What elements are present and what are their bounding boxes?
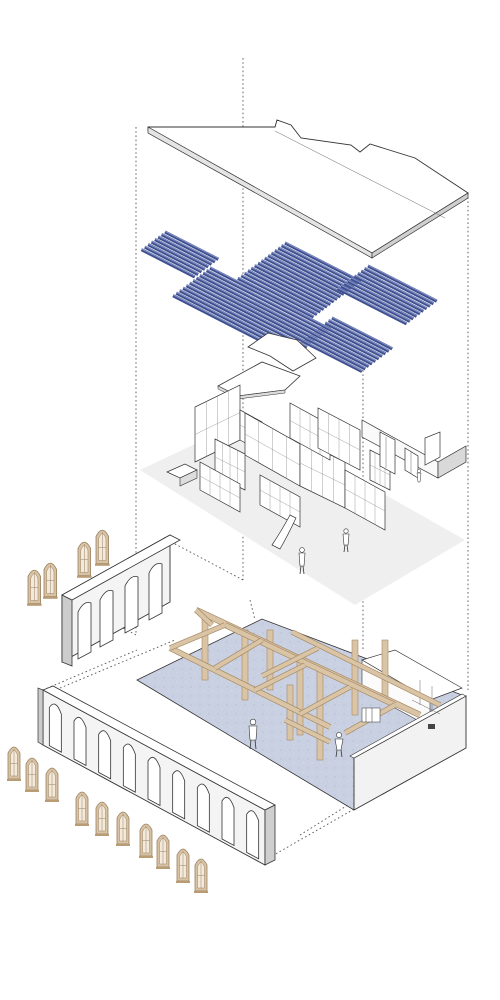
solar-panel-row: [277, 246, 355, 289]
solar-panel-row: [314, 329, 377, 363]
solar-panel-row: [317, 326, 380, 361]
solar-panel-array: [140, 230, 438, 373]
solar-panel-row: [327, 319, 390, 353]
arch-opening: [98, 730, 112, 780]
solar-panel-row: [195, 276, 318, 342]
solar-panel-row: [360, 269, 431, 308]
interior-partitions: [140, 384, 467, 605]
solar-panel-row: [274, 249, 352, 291]
timber-beam: [254, 663, 306, 692]
window-frames: [7, 529, 208, 893]
timber-beam: [224, 622, 396, 708]
solar-panel-row: [160, 233, 216, 264]
solar-panel-row: [189, 281, 311, 347]
solar-panel-row: [301, 339, 363, 373]
timber-beam: [169, 623, 226, 650]
solar-panel-row: [154, 238, 209, 269]
timber-beam: [194, 608, 214, 627]
solar-panel-row: [357, 272, 428, 311]
solar-panel-row: [192, 279, 315, 344]
arch-opening: [172, 770, 186, 820]
solar-panel-row: [157, 235, 213, 266]
human-figure: [342, 528, 350, 553]
human-figure: [416, 468, 422, 483]
solar-panel-row: [185, 284, 308, 349]
solar-panel-row: [257, 261, 335, 304]
solar-panel-row: [267, 254, 345, 296]
arch-opening: [147, 756, 161, 807]
solar-panel-row: [247, 269, 325, 311]
ground-floor-figures: [248, 718, 344, 758]
solar-panel-row: [347, 279, 418, 318]
solar-panel-row: [331, 316, 393, 351]
timber-post: [351, 639, 359, 716]
arch-opening: [246, 810, 260, 860]
solar-panel-row: [321, 324, 383, 358]
timber-post: [286, 684, 294, 741]
solar-panel-row: [140, 248, 196, 279]
arch-opening: [196, 783, 210, 833]
solar-panel-row: [363, 267, 435, 306]
timber-post: [381, 639, 389, 701]
solar-panel-row: [324, 321, 387, 356]
human-figure: [298, 547, 306, 575]
solar-panel-row: [350, 277, 421, 316]
solar-panel-row: [270, 251, 348, 294]
solar-panel-row: [150, 240, 206, 271]
timber-beam: [284, 718, 331, 744]
timber-post: [241, 629, 249, 701]
solar-panel-row: [237, 276, 315, 319]
timber-post: [316, 669, 324, 761]
roof-slab: [147, 119, 469, 259]
solar-panel-row: [254, 264, 332, 306]
solar-panel-row: [164, 230, 220, 261]
service-module: [361, 419, 467, 479]
arch-opening: [122, 743, 136, 793]
human-figure: [334, 732, 344, 758]
solar-panel-row: [343, 282, 415, 321]
solar-panel-row: [280, 244, 359, 286]
arch-opening: [221, 796, 235, 847]
timber-frame: [168, 607, 442, 761]
timber-beam: [213, 638, 264, 670]
solar-panel-row: [147, 243, 203, 274]
solar-panel-row: [199, 274, 322, 339]
timber-post: [201, 614, 209, 681]
solar-panel-row: [284, 241, 362, 284]
solar-panel-row: [311, 331, 373, 366]
solar-panel-row: [243, 271, 322, 314]
solar-panel-row: [340, 284, 411, 323]
solar-panel-row: [353, 274, 425, 313]
solar-panel-row: [260, 259, 338, 301]
solar-panel-row: [367, 264, 438, 303]
solar-panel-row: [307, 334, 370, 368]
solar-panel-row: [202, 271, 325, 337]
solar-panel-row: [304, 336, 367, 371]
solar-panel-row: [264, 256, 342, 299]
ramp: [271, 514, 297, 550]
human-figure: [248, 718, 258, 750]
solar-panel-row: [209, 266, 332, 332]
arched-facade-wall: [61, 534, 181, 667]
timber-beam: [299, 685, 351, 716]
solar-panel-row: [240, 274, 318, 316]
solar-panel-row: [144, 245, 199, 276]
solar-panel-row: [205, 269, 328, 334]
timber-beam: [291, 630, 441, 707]
arch-opening: [73, 716, 87, 767]
solar-panel-row: [337, 287, 408, 326]
timber-post: [266, 629, 274, 691]
equipment: [361, 707, 381, 723]
arch-opening: [48, 703, 62, 753]
timber-beam: [261, 646, 319, 678]
solar-panel-row: [250, 266, 328, 309]
